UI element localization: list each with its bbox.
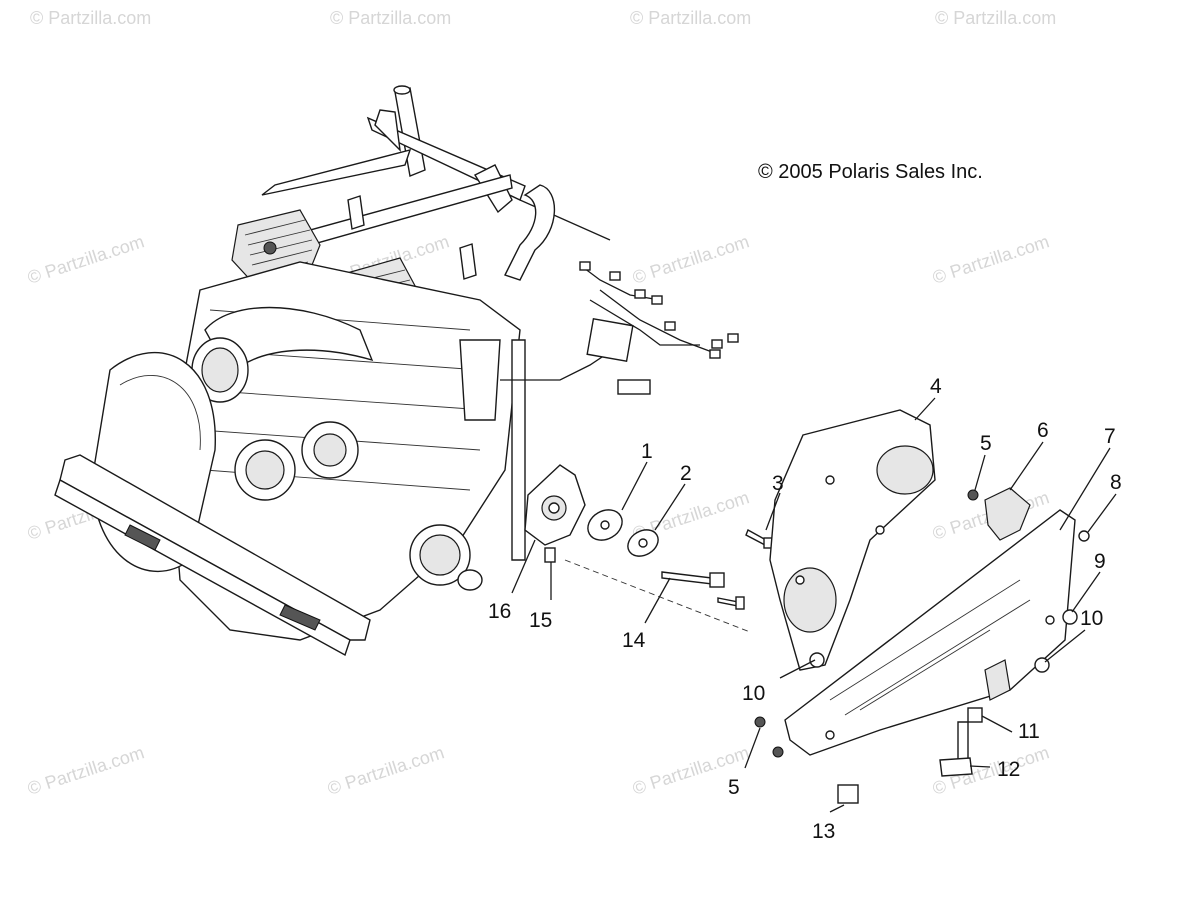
part-2-washer: [627, 529, 659, 557]
copyright-text: © 2005 Polaris Sales Inc.: [758, 161, 983, 183]
part-1-washer: [587, 509, 623, 541]
callout-5: 5: [728, 776, 740, 799]
part-15-pin: [544, 547, 556, 563]
watermark-text: © Partzilla.com: [25, 231, 147, 288]
part-fasteners: [754, 489, 1090, 804]
watermark-text: © Partzilla.com: [25, 742, 147, 799]
watermark-text: © Partzilla.com: [325, 742, 447, 799]
callout-9: 9: [1094, 550, 1106, 573]
callout-1: 1: [641, 440, 653, 463]
callout-12: 12: [997, 758, 1020, 781]
part-16-mount: [524, 464, 586, 546]
wiring-harness: [500, 261, 739, 395]
part-6-clip: [984, 487, 1031, 541]
callout-10: 10: [742, 682, 765, 705]
callout-labels: 1 2 3 4 5 6 7 8 9 10 10 5 11 12 13 14 15…: [488, 375, 1122, 843]
callout-15: 15: [529, 609, 552, 632]
callout-7: 7: [1104, 425, 1116, 448]
watermark-text: © Partzilla.com: [930, 231, 1052, 288]
callout-3: 3: [772, 472, 784, 495]
watermark-text: © Partzilla.com: [630, 231, 752, 288]
callout-4: 4: [930, 375, 942, 398]
callout-2: 2: [680, 462, 692, 485]
part-4-plate: [769, 409, 936, 671]
watermark-text: © Partzilla.com: [935, 8, 1056, 28]
watermark-text: © Partzilla.com: [330, 8, 451, 28]
callout-6: 6: [1037, 419, 1049, 442]
callout-5: 5: [980, 432, 992, 455]
callout-13: 13: [812, 820, 835, 843]
part-3-screw: [717, 529, 773, 610]
callout-14: 14: [622, 629, 646, 652]
part-7-bracket: [784, 509, 1076, 756]
callout-11: 11: [1018, 720, 1040, 743]
watermark-text: © Partzilla.com: [630, 8, 751, 28]
part-14-bolt: [564, 559, 751, 633]
engine-assembly: [54, 85, 611, 657]
callout-16: 16: [488, 600, 511, 623]
callout-8: 8: [1110, 471, 1122, 494]
callout-10: 10: [1080, 607, 1103, 630]
leader-lines: [511, 397, 1117, 813]
watermark-text: © Partzilla.com: [30, 8, 151, 28]
